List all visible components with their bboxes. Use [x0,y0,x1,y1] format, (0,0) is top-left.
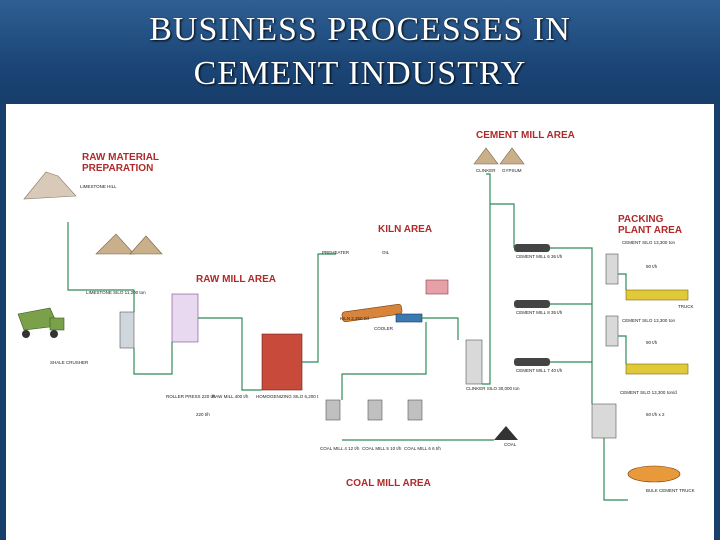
raw-mill-separator-icon [171,293,199,343]
limestone-hill-label: LIMESTONE HILL [80,184,117,189]
roller-press-label: ROLLER PRESS 220 t/h [166,394,216,399]
preheater-label: PREHEATER [322,250,350,255]
gypsum-label: GYPSUM [502,168,522,173]
cement-mill-area-label: CEMENT MILL AREA [476,130,575,141]
coal-mill-area-label: COAL MILL AREA [346,478,431,489]
cement-silo-2-icon [605,315,619,347]
coal-mill-4-label: COAL MILL 4 12 t/h [320,446,360,451]
header-bar [0,0,720,104]
homogenizing-silo-label: HOMOGENIZING SILO 6,200 t [256,394,319,399]
cement-silo-1-icon [605,253,619,285]
bulk-truck-label: BULK CEMENT TRUCK [646,488,695,493]
dump-truck-icon [17,307,65,338]
coal-mill-5-label: COAL MILL 5 10 t/h [362,446,402,451]
shale-crusher-label: SHALE CRUSHER [50,360,89,365]
limestone-silo-icon [119,311,135,349]
clinker-silo-label: CLINKER SILO 30,000 ton [466,386,520,391]
kiln-area-label: KILN AREA [378,224,433,235]
coal-pile-icon [494,426,518,440]
coal-label: COAL [504,442,517,447]
cement-mill-6-icon [514,244,550,252]
kiln-icon [341,303,403,323]
raw-mill-rate-label: 220 t/h [196,412,210,417]
pipeline-network [67,173,628,501]
cement-silo-3-icon [591,403,617,439]
clinker-shed-icon [473,147,499,165]
process-diagram: RAW MATERIAL PREPARATION RAW MILL AREA K… [6,104,714,540]
cement-silo-3-label: CEMENT SILO 13,300 ton/d [620,390,677,395]
packing-plant-area-label: PACKING PLANT AREA [618,214,682,236]
clinker-label: CLINKER [476,168,496,173]
packing-label-line-1: PACKING [618,214,664,225]
limestone-silo-label: LIMESTONE SILO 11,200 ton [86,290,146,295]
title-line-1: BUSINESS PROCESSES IN [149,11,571,48]
raw-mill-area-label: RAW MILL AREA [196,274,276,285]
limestone-hill-icon [23,171,77,200]
homogenizing-silo-icon [261,333,303,391]
stockpile-icon [129,235,163,255]
cement-silo-2-label: CEMENT SILO 13,300 ton [622,318,675,323]
cement-mill-7-icon [514,358,550,366]
coal-mill-4-icon [325,399,341,421]
title-line-2: CEMENT INDUSTRY [193,55,527,92]
page-title: BUSINESS PROCESSES IN CEMENT INDUSTRY [0,8,720,96]
coal-mill-5-icon [367,399,383,421]
left-border [0,104,6,540]
right-border [714,104,720,540]
raw-material-label-line-1: RAW MATERIAL [82,152,160,163]
rate-1-label: 90 t/h [646,264,658,269]
stockpile-icon [95,233,135,255]
rate-3-label: 60 t/h x 2 [646,412,665,417]
cooler-icon [395,313,423,323]
raw-material-label-line-2: PREPARATION [82,163,154,174]
cement-mill-6-label: CEMENT MILL 6 36 t/h [516,254,563,259]
coal-mill-6-label: COAL MILL 6 6 t/h [404,446,441,451]
truck-2-icon [625,363,689,375]
cement-mill-8-icon [514,300,550,308]
truck-1-icon [625,289,689,301]
process-flow-svg [17,147,689,501]
raw-material-area-label: RAW MATERIAL PREPARATION [82,152,159,174]
bulk-truck-icon [627,465,681,483]
raw-mill-label: RAW MILL 400 t/h [212,394,249,399]
kiln-label: KILN 2,350 t/d [340,316,369,321]
oil-label: OIL [382,250,390,255]
cement-mill-7-label: CEMENT MILL 7 40 t/h [516,368,563,373]
coal-mill-6-icon [407,399,423,421]
cooler-label: COOLER [374,326,394,331]
cement-mill-8-label: CEMENT MILL 8 35 t/h [516,310,563,315]
gypsum-shed-icon [499,147,525,165]
truck-label: TRUCK [678,304,694,309]
rate-2-label: 90 t/h [646,340,658,345]
cement-silo-1-label: CEMENT SILO 13,300 ton [622,240,675,245]
packing-label-line-2: PLANT AREA [618,225,683,236]
electrostatic-filter-icon [425,279,449,295]
clinker-silo-icon [465,339,483,385]
